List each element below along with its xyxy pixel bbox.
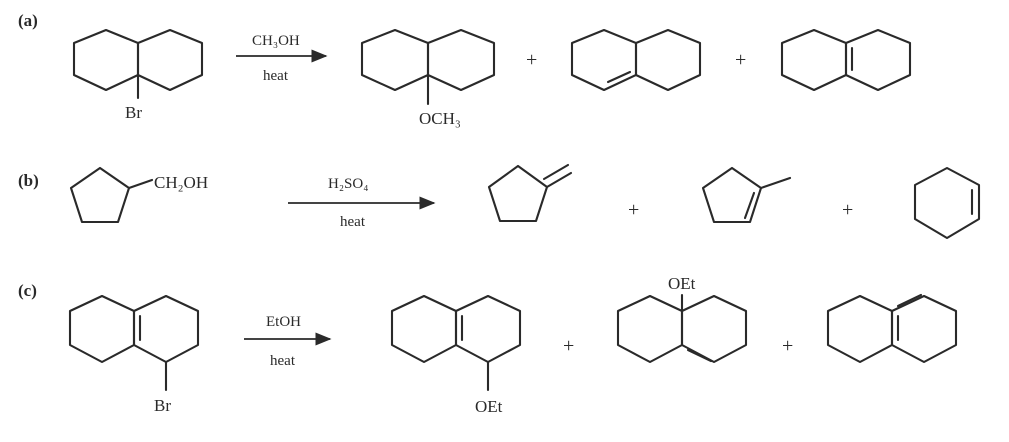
substrate-a-bromodecalin: Br	[72, 28, 204, 122]
ring	[487, 164, 549, 223]
plus-sign: +	[735, 49, 746, 71]
atom-label-oet: OEt	[668, 274, 696, 293]
part-label-b: (b)	[18, 171, 39, 190]
reagent-top-b: H₂SO₄	[328, 176, 368, 192]
reagent-bottom-c: heat	[270, 353, 296, 369]
product-a-octalin-1	[570, 28, 702, 92]
ring-left	[72, 28, 140, 92]
product-c-diene	[826, 293, 958, 364]
double-bond-inner	[686, 348, 713, 363]
plus-sign: +	[628, 199, 639, 221]
exocyclic-double-bond	[542, 163, 570, 181]
product-a-methoxydecalin: OCH₃	[360, 28, 496, 128]
part-label-c: (c)	[18, 281, 37, 300]
double-bond-inner	[896, 293, 923, 308]
ring-right	[680, 294, 748, 364]
atom-label-och3: OCH₃	[419, 109, 461, 128]
product-b-cyclohexene	[913, 166, 981, 240]
part-label-a: (a)	[18, 11, 38, 30]
plus-sign: +	[842, 199, 853, 221]
ring-right	[634, 28, 702, 92]
reaction-b: (b) CH₂OH H₂SO₄ heat + +	[18, 163, 981, 240]
plus-sign: +	[563, 335, 574, 357]
plus-sign: +	[782, 335, 793, 357]
ring-right	[454, 294, 522, 364]
atom-label-br: Br	[125, 103, 142, 122]
reaction-arrow-a: CH₃OH heat	[236, 33, 328, 84]
exocyclic-bond	[545, 171, 573, 189]
product-b-methylcyclopentene	[701, 166, 792, 224]
substrate-b-cyclopentylmethanol: CH₂OH	[69, 166, 208, 224]
double-bond-inner	[743, 191, 756, 220]
ring-left	[68, 294, 136, 364]
ring-left	[826, 294, 894, 364]
ring-left	[570, 28, 638, 92]
reaction-c: (c) Br EtOH heat OEt + OEt	[18, 274, 958, 416]
reagent-top-a: CH₃OH	[252, 33, 300, 49]
atom-label-oet: OEt	[475, 397, 503, 416]
ring-left	[360, 28, 430, 92]
product-c-fused-ethoxyoctalin: OEt	[616, 274, 748, 364]
atom-label-ch2oh: CH₂OH	[154, 173, 208, 192]
ring	[701, 166, 763, 224]
bond-c-ch2oh	[127, 178, 154, 190]
ring-right	[426, 28, 496, 92]
reagent-bottom-a: heat	[263, 68, 289, 84]
reagent-top-c: EtOH	[266, 314, 301, 330]
ring-right	[136, 28, 204, 92]
methyl-bond	[759, 176, 792, 190]
reaction-arrow-c: EtOH heat	[244, 314, 332, 369]
ring-left	[616, 294, 684, 364]
ring-left	[780, 28, 848, 92]
product-c-ethoxyoctalin: OEt	[390, 294, 522, 416]
substrate-c-bromooctalin: Br	[68, 294, 200, 415]
ring	[69, 166, 131, 224]
ring	[913, 166, 981, 240]
product-a-octalin-2	[780, 28, 912, 92]
atom-label-br: Br	[154, 396, 171, 415]
double-bond-inner	[606, 70, 632, 84]
product-b-methylenecyclopentane	[487, 163, 573, 223]
plus-sign: +	[526, 49, 537, 71]
reaction-a: (a) Br CH₃OH heat OCH₃ + +	[18, 11, 912, 128]
ring-right	[890, 294, 958, 364]
reagent-bottom-b: heat	[340, 214, 366, 230]
reaction-arrow-b: H₂SO₄ heat	[288, 176, 436, 230]
ring-right	[844, 28, 912, 92]
ring-right	[132, 294, 200, 364]
ring-left	[390, 294, 458, 364]
